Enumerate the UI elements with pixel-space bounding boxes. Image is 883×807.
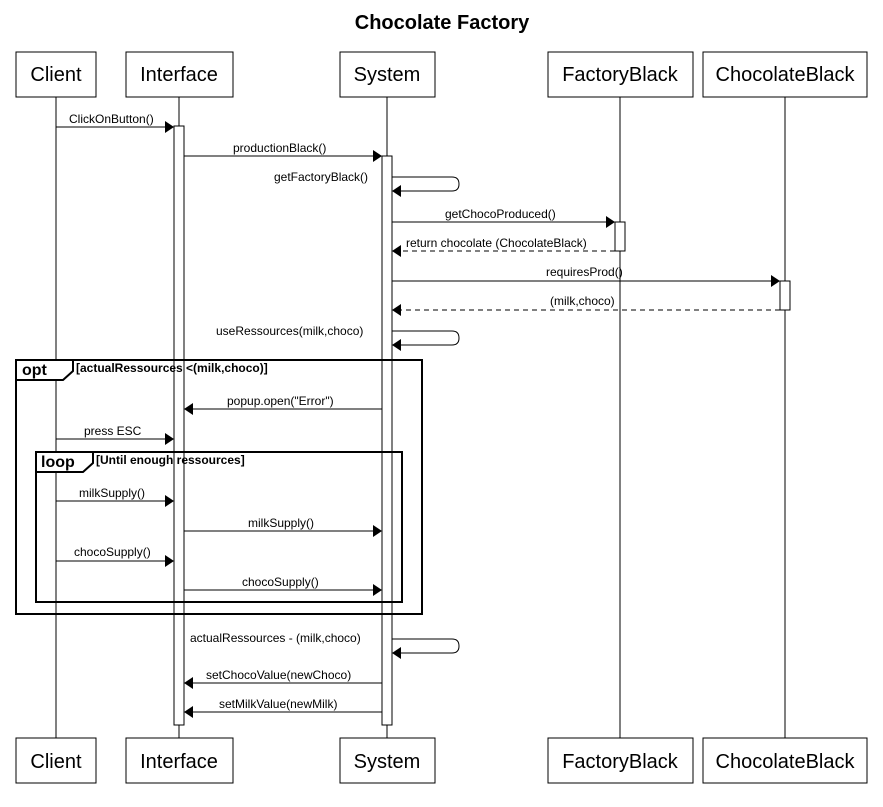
participant-system: System [339,51,436,98]
message-return-milk-choco: (milk,choco) [392,294,780,316]
fragment-opt: opt [actualRessources <(milk,choco)] [15,359,423,615]
message-label: actualRessources - (milk,choco) [190,631,361,645]
participant-label: ChocolateBlack [716,64,856,86]
participant-client: Client [15,51,97,98]
participant-interface: Interface [125,51,234,98]
message-label: setChocoValue(newChoco) [206,668,351,682]
participant-label: Interface [140,751,218,773]
participants-bottom: Client Interface System FactoryBlack Cho… [15,737,868,784]
participant-label: Interface [140,64,218,86]
message-label: requiresProd() [546,265,623,279]
activation-factoryblack [614,221,626,252]
participant-factoryblack-bottom: FactoryBlack [547,737,694,784]
participant-client-bottom: Client [15,737,97,784]
message-label: return chocolate (ChocolateBlack) [406,236,587,250]
fragment-keyword: loop [41,454,75,471]
message-setchocovalue: setChocoValue(newChoco) [184,668,382,689]
activations [173,125,791,726]
activation-chocolateblack [779,280,791,311]
message-productionblack: productionBlack() [184,141,382,162]
participant-label: System [354,64,421,86]
message-press-esc: press ESC [56,424,174,445]
message-label: (milk,choco) [550,294,615,308]
participant-chocolateblack-bottom: ChocolateBlack [702,737,868,784]
participant-chocolateblack: ChocolateBlack [702,51,868,98]
activation-system [381,155,393,726]
participant-label: FactoryBlack [562,64,679,86]
message-clickonbutton: ClickOnButton() [56,112,174,133]
message-label: milkSupply() [79,486,145,500]
message-getfactoryblack: getFactoryBlack() [274,170,460,197]
message-popup-open: popup.open("Error") [184,394,382,415]
diagram-title: Chocolate Factory [355,12,530,34]
participant-label: Client [30,64,82,86]
fragment-guard: [actualRessources <(milk,choco)] [76,361,268,375]
message-actualressources-update: actualRessources - (milk,choco) [190,631,460,659]
participants-top: Client Interface System FactoryBlack Cho… [15,51,868,98]
fragment-keyword: opt [22,362,48,379]
message-label: chocoSupply() [242,575,319,589]
message-label: press ESC [84,424,142,438]
activation-interface [173,125,185,726]
message-label: chocoSupply() [74,545,151,559]
message-milksupply-client: milkSupply() [56,486,174,507]
lifelines [55,97,786,738]
message-label: setMilkValue(newMilk) [219,697,337,711]
message-label: getChocoProduced() [445,207,556,221]
message-getchocoproduced: getChocoProduced() [392,207,615,228]
participant-label: System [354,751,421,773]
message-label: getFactoryBlack() [274,170,368,184]
messages: ClickOnButton() productionBlack() getFac… [56,112,780,718]
fragment-loop: loop [Until enough ressources] [35,451,403,603]
message-return-chocolate: return chocolate (ChocolateBlack) [392,236,615,257]
participant-system-bottom: System [339,737,436,784]
message-label: ClickOnButton() [69,112,154,126]
message-label: popup.open("Error") [227,394,334,408]
message-milksupply-interface: milkSupply() [184,516,382,537]
participant-interface-bottom: Interface [125,737,234,784]
participant-label: ChocolateBlack [716,751,856,773]
message-setmilkvalue: setMilkValue(newMilk) [184,697,382,718]
participant-label: FactoryBlack [562,751,679,773]
participant-factoryblack: FactoryBlack [547,51,694,98]
message-useressources: useRessources(milk,choco) [216,324,460,351]
message-requiresprod: requiresProd() [392,265,780,287]
message-chocosupply-client: chocoSupply() [56,545,174,567]
message-chocosupply-interface: chocoSupply() [184,575,382,596]
fragment-guard: [Until enough ressources] [96,453,245,467]
message-label: productionBlack() [233,141,326,155]
message-label: milkSupply() [248,516,314,530]
message-label: useRessources(milk,choco) [216,324,363,338]
participant-label: Client [30,751,82,773]
